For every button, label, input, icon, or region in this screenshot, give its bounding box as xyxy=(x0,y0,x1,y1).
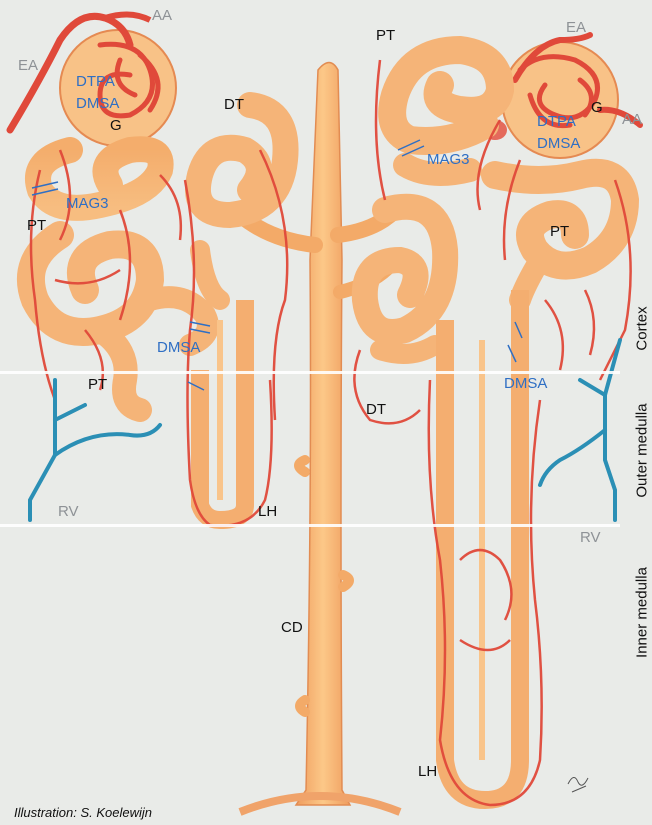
label-aa-left: AA xyxy=(152,8,172,23)
label-pt-right-top: PT xyxy=(376,28,395,43)
label-mag3-right: MAG3 xyxy=(427,152,470,167)
label-aa-right: AA xyxy=(622,112,642,127)
label-pt-left-upper: PT xyxy=(27,218,46,233)
zone-cortex: Cortex xyxy=(634,269,651,389)
label-g-right: G xyxy=(591,100,603,115)
label-lh-left: LH xyxy=(258,504,277,519)
cortex-medulla-divider xyxy=(0,371,620,374)
label-dmsa-right: DMSA xyxy=(537,136,580,151)
outer-inner-medulla-divider xyxy=(0,524,620,527)
left-nephron xyxy=(10,14,287,525)
label-dmsa-mid-left: DMSA xyxy=(157,340,200,355)
label-rv-left: RV xyxy=(58,504,79,519)
label-cd: CD xyxy=(281,620,303,635)
artist-signature xyxy=(568,777,588,792)
zone-inner-medulla: Inner medulla xyxy=(634,553,651,673)
label-lh-right: LH xyxy=(418,764,437,779)
label-rv-right: RV xyxy=(580,530,601,545)
label-dtpa-right: DTPA xyxy=(537,114,576,129)
label-dmsa-right-lower: DMSA xyxy=(504,376,547,391)
label-ea-left: EA xyxy=(18,58,38,73)
label-dtpa-left: DTPA xyxy=(76,74,115,89)
label-mag3-left: MAG3 xyxy=(66,196,109,211)
label-pt-left-lower: PT xyxy=(88,377,107,392)
label-dmsa-left: DMSA xyxy=(76,96,119,111)
right-nephron xyxy=(354,35,640,805)
label-g-left: G xyxy=(110,118,122,133)
illustration-credit: Illustration: S. Koelewijn xyxy=(14,805,152,820)
label-dt-right: DT xyxy=(366,402,386,417)
label-pt-right-mid: PT xyxy=(550,224,569,239)
label-ea-right: EA xyxy=(566,20,586,35)
zone-outer-medulla: Outer medulla xyxy=(634,391,651,511)
label-dt-left: DT xyxy=(224,97,244,112)
